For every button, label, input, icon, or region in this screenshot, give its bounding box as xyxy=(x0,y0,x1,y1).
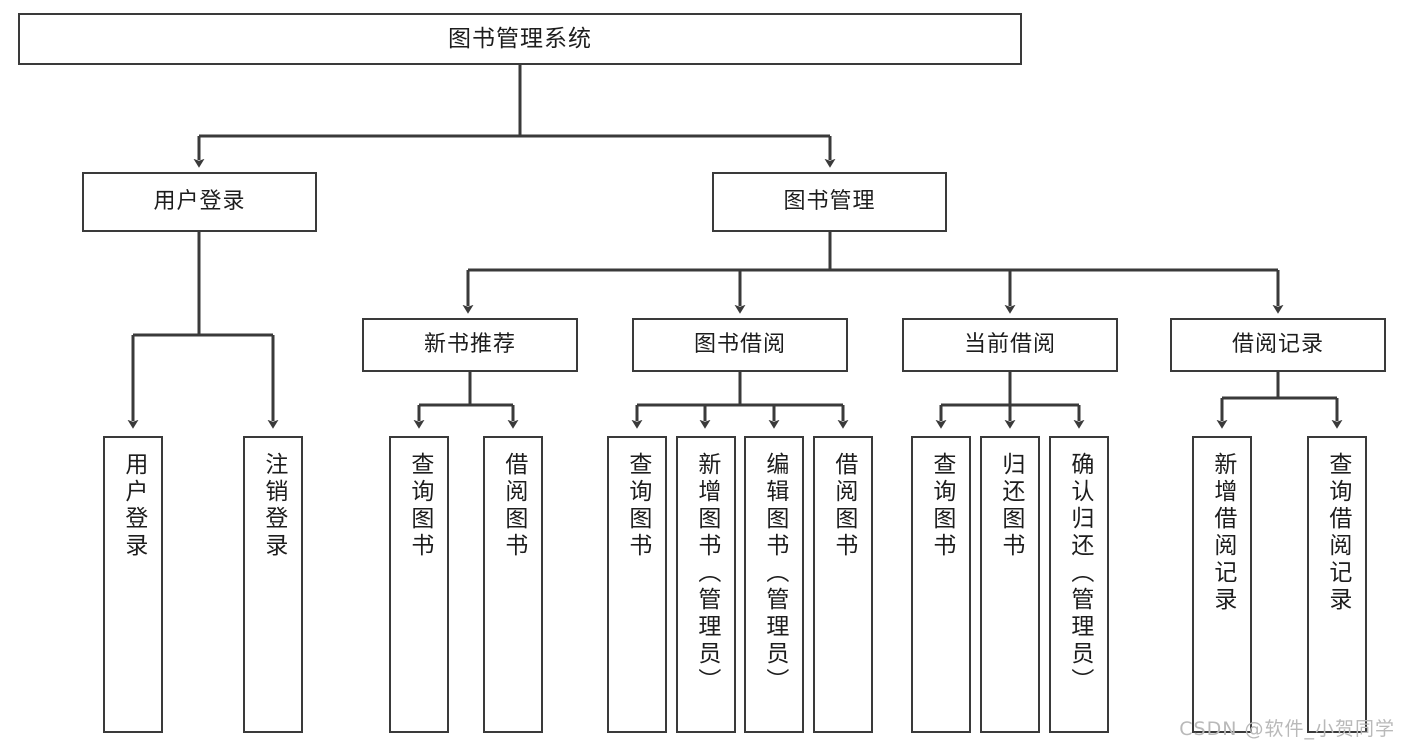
node-label: 查询图书 xyxy=(406,452,433,560)
leaf-current-return-book[interactable]: 归还图书 xyxy=(980,436,1040,733)
node-label: 图书管理系统 xyxy=(448,25,592,52)
leaf-current-query-book[interactable]: 查询图书 xyxy=(911,436,971,733)
leaf-user-login-login[interactable]: 用户登录 xyxy=(103,436,163,733)
node-label: 新增借阅记录 xyxy=(1209,452,1236,614)
leaf-borrow-query-book[interactable]: 查询图书 xyxy=(607,436,667,733)
node-borrow-record[interactable]: 借阅记录 xyxy=(1170,318,1386,372)
node-new-book-recommend[interactable]: 新书推荐 xyxy=(362,318,578,372)
node-user-login[interactable]: 用户登录 xyxy=(82,172,317,232)
leaf-recommend-borrow-book[interactable]: 借阅图书 xyxy=(483,436,543,733)
node-current-borrow[interactable]: 当前借阅 xyxy=(902,318,1118,372)
leaf-user-login-logout[interactable]: 注销登录 xyxy=(243,436,303,733)
node-label: 新书推荐 xyxy=(423,332,516,358)
node-label: 借阅图书 xyxy=(500,452,527,560)
leaf-borrow-edit-book-admin[interactable]: 编辑图书（管理员） xyxy=(744,436,804,733)
leaf-record-add-record[interactable]: 新增借阅记录 xyxy=(1192,436,1252,733)
node-label: 查询图书 xyxy=(928,452,955,560)
node-label: 用户登录 xyxy=(153,189,246,215)
node-label: 注销登录 xyxy=(260,452,287,560)
leaf-borrow-add-book-admin[interactable]: 新增图书（管理员） xyxy=(676,436,736,733)
leaf-borrow-borrow-book[interactable]: 借阅图书 xyxy=(813,436,873,733)
leaf-current-confirm-return-admin[interactable]: 确认归还（管理员） xyxy=(1049,436,1109,733)
node-label: 新增图书（管理员） xyxy=(693,452,720,695)
node-label: 用户登录 xyxy=(120,452,147,560)
node-label: 借阅图书 xyxy=(830,452,857,560)
watermark-text: CSDN @软件_小贺同学 xyxy=(1179,718,1395,740)
node-label: 查询图书 xyxy=(624,452,651,560)
node-label: 查询借阅记录 xyxy=(1324,452,1351,614)
leaf-recommend-query-book[interactable]: 查询图书 xyxy=(389,436,449,733)
node-book-management[interactable]: 图书管理 xyxy=(712,172,947,232)
node-label: 编辑图书（管理员） xyxy=(761,452,788,695)
node-label: 图书管理 xyxy=(783,189,876,215)
node-book-borrow[interactable]: 图书借阅 xyxy=(632,318,848,372)
node-label: 借阅记录 xyxy=(1231,332,1324,358)
node-root-system[interactable]: 图书管理系统 xyxy=(18,13,1022,65)
node-label: 图书借阅 xyxy=(693,332,786,358)
node-label: 归还图书 xyxy=(997,452,1024,560)
node-label: 确认归还（管理员） xyxy=(1066,452,1093,695)
node-label: 当前借阅 xyxy=(963,332,1056,358)
leaf-record-query-record[interactable]: 查询借阅记录 xyxy=(1307,436,1367,733)
